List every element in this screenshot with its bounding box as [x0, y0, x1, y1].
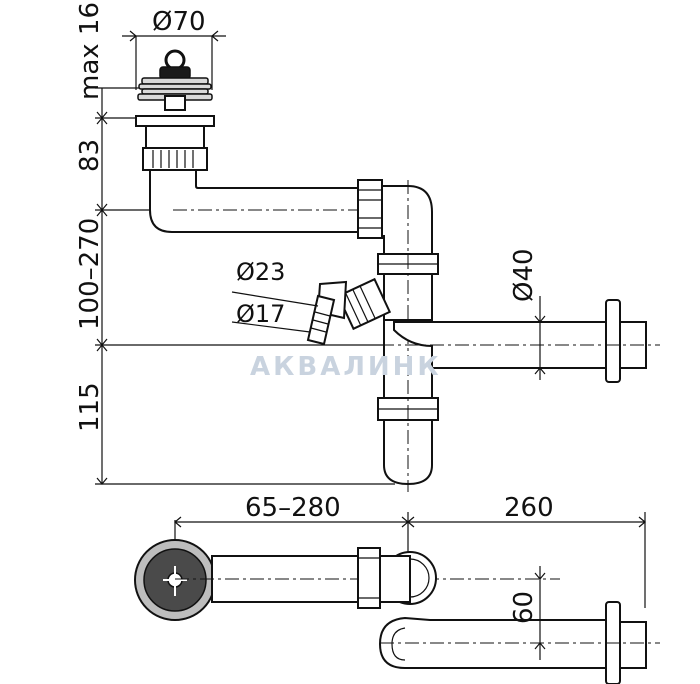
outlet-pipe-top — [378, 601, 660, 684]
outlet-diameter-dimension: Ø40 — [509, 248, 546, 380]
vertical-dimension-chain: max 16 83 100–270 115 — [75, 2, 395, 485]
overflow-pipe-top — [175, 547, 560, 609]
horizontal-adjust-label: 65–280 — [245, 493, 341, 523]
outlet-diameter-label: Ø40 — [509, 248, 539, 302]
overflow-pipe — [149, 169, 433, 257]
watermark: АКВАЛИНК — [250, 352, 442, 382]
outlet-height-label: 115 — [75, 382, 105, 432]
strainer-diameter-dimension: Ø70 — [122, 7, 226, 90]
adjust-height-label: 100–270 — [75, 218, 105, 330]
elevation-view: max 16 83 100–270 115 Ø70 — [75, 2, 660, 492]
horizontal-dimensions: 65–280 260 — [174, 493, 646, 608]
hose-inner-diameter-label: Ø17 — [236, 300, 285, 328]
strainer-top-view — [134, 539, 216, 621]
overflow-height-label: 83 — [75, 139, 105, 172]
outlet-length-label: 260 — [504, 493, 554, 523]
strainer-height-label: max 16 — [75, 2, 105, 100]
offset-label: 60 — [509, 591, 539, 624]
strainer-plug — [135, 49, 215, 171]
hose-outer-diameter-label: Ø23 — [236, 258, 285, 286]
hose-connector: Ø23 Ø17 — [231, 258, 392, 346]
offset-dimension: 60 — [509, 566, 546, 660]
outlet-pipe — [380, 299, 660, 383]
plan-view: 65–280 260 — [134, 493, 660, 684]
strainer-diameter-label: Ø70 — [152, 7, 206, 37]
